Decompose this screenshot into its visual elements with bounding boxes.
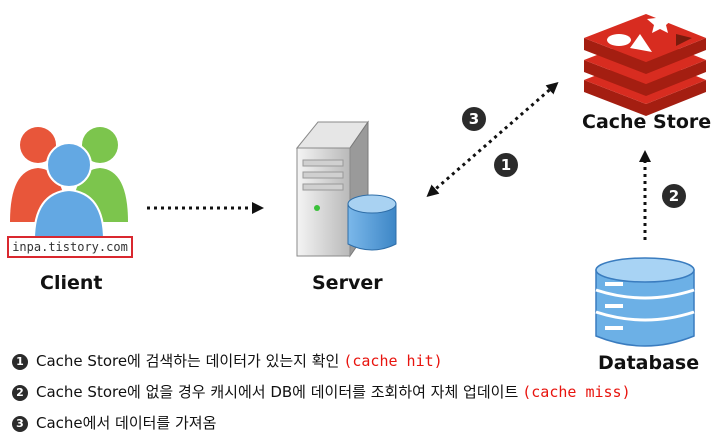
server-cache-bidirectional-arrow — [426, 82, 559, 197]
legend-item: 3 Cache에서 데이터를 가져옴 — [12, 412, 631, 443]
legend-note: (cache hit) — [343, 352, 443, 370]
step-2-badge: 2 — [662, 184, 686, 208]
redis-icon — [584, 10, 706, 116]
database-icon — [595, 257, 695, 347]
legend-item: 1 Cache Store에 검색하는 데이터가 있는지 확인(cache hit… — [12, 350, 631, 381]
step-3-badge: 3 — [462, 107, 486, 131]
legend-text: Cache Store에 없을 경우 캐시에서 DB에 데이터를 조회하여 자체… — [36, 383, 519, 401]
step-1-badge: 1 — [494, 153, 518, 177]
client-label: Client — [40, 272, 103, 294]
cache-store-label: Cache Store — [582, 111, 711, 133]
legend: 1 Cache Store에 검색하는 데이터가 있는지 확인(cache hit… — [12, 350, 631, 443]
database-label: Database — [598, 352, 700, 374]
server-label: Server — [312, 272, 383, 294]
step-number: 2 — [12, 385, 28, 401]
step-number: 3 — [12, 416, 28, 432]
watermark: inpa.tistory.com — [7, 236, 133, 258]
users-icon — [10, 127, 128, 241]
legend-item: 2 Cache Store에 없을 경우 캐시에서 DB에 데이터를 조회하여 자… — [12, 381, 631, 412]
step-number: 1 — [12, 354, 28, 370]
server-icon — [295, 120, 397, 258]
legend-text: Cache에서 데이터를 가져옴 — [36, 414, 217, 432]
legend-note: (cache miss) — [522, 383, 631, 401]
legend-text: Cache Store에 검색하는 데이터가 있는지 확인 — [36, 352, 340, 370]
